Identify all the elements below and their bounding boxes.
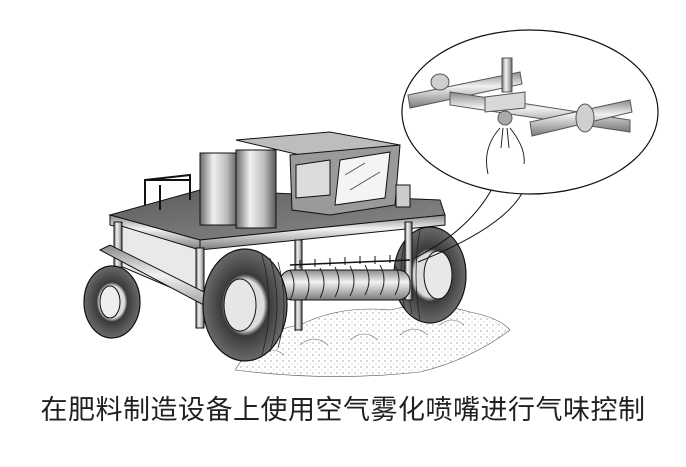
figure-caption: 在肥料制造设备上使用空气雾化喷嘴进行气味控制 bbox=[40, 395, 646, 426]
callout-connector bbox=[414, 186, 526, 263]
auger-rotor bbox=[279, 255, 411, 301]
wheel-front-left bbox=[202, 248, 288, 362]
nozzle-callout bbox=[401, 29, 659, 195]
wheel-rear-left bbox=[83, 265, 141, 339]
tanks bbox=[199, 149, 277, 229]
compost-turner-illustration bbox=[83, 29, 659, 377]
cab bbox=[235, 131, 411, 216]
